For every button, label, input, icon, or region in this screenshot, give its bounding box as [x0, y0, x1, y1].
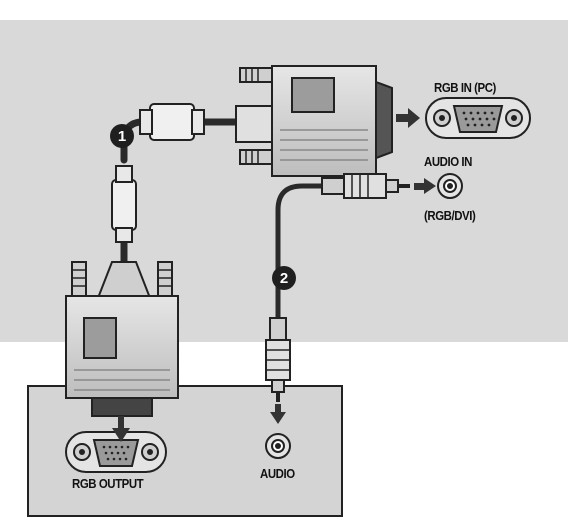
- rgb-output-arrow-icon: [112, 416, 130, 442]
- rgb-output-label: RGB OUTPUT: [72, 476, 144, 491]
- rgb-cable-horizontal-ferrite: [139, 103, 205, 141]
- tv-vga-plug: [235, 65, 393, 177]
- step-1-label: 1: [118, 128, 126, 145]
- step-1-marker: 1: [110, 124, 134, 148]
- rgb-output-port: [65, 431, 167, 473]
- audio-cable: [275, 183, 333, 325]
- audio-in-arrow-icon: [414, 178, 436, 194]
- rgb-dvi-label: (RGB/DVI): [424, 208, 476, 223]
- audio-label: AUDIO: [260, 466, 295, 481]
- audio-output-arrow-icon: [270, 404, 286, 424]
- audio-in-jack: [437, 173, 463, 199]
- step-2-marker: 2: [272, 266, 296, 290]
- audio-output-jack: [265, 433, 291, 459]
- audio-in-label: AUDIO IN: [424, 154, 472, 169]
- rgb-in-port: [425, 97, 531, 139]
- rgb-in-arrow-icon: [396, 108, 420, 128]
- tv-audio-plug: [321, 173, 410, 199]
- source-vga-plug: [65, 261, 179, 417]
- source-audio-plug: [265, 317, 291, 402]
- rgb-cable-vertical-ferrite: [111, 165, 137, 243]
- rgb-in-label: RGB IN (PC): [434, 80, 496, 95]
- step-2-label: 2: [280, 270, 288, 287]
